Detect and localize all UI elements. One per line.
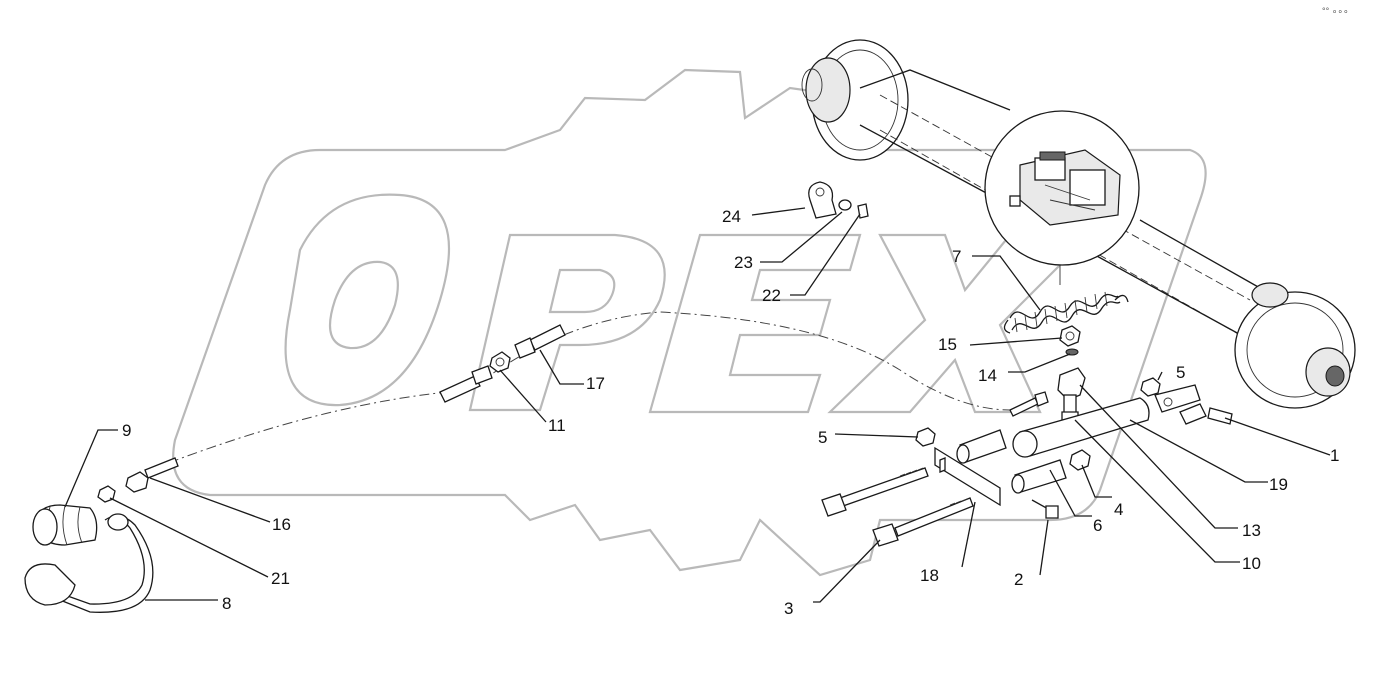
callout-7: 7 [952,247,961,266]
part-16-cable-end [125,457,179,493]
part-3-long-bolt-upper [821,467,929,517]
cable-path [149,311,1011,471]
callout-labels: 1 2 3 4 5 5 6 7 8 9 10 11 13 14 15 16 17… [122,207,1339,618]
callout-22: 22 [762,286,781,305]
part-9-boot [32,504,98,546]
leader-lines [64,207,1331,603]
part-18-plate [934,446,1001,507]
part-17-rod [514,324,566,359]
callout-23: 23 [734,253,753,272]
corner-mark: °° ∘∘∘ [1322,6,1349,16]
callout-2: 2 [1014,570,1023,589]
part-3-long-bolt-lower [872,497,974,547]
adjuster-bolt [439,365,493,403]
part-13-fitting [1057,367,1086,428]
callout-13: 13 [1242,521,1261,540]
watermark-logo [172,68,1207,577]
part-5-nut-lower [915,427,936,447]
part-19-tube [1012,397,1150,458]
callout-17: 17 [586,374,605,393]
callout-11: 11 [548,416,566,435]
part-19-bracket [1154,384,1201,413]
callout-10: 10 [1242,554,1261,573]
part-7-spring [1003,291,1129,334]
callout-3: 3 [784,599,793,618]
callout-8: 8 [222,594,231,613]
callout-18: 18 [920,566,939,585]
callout-1: 1 [1330,446,1339,465]
part-6-pin [1011,459,1067,494]
part-8-strap [24,513,154,613]
callout-9: 9 [122,421,131,440]
callout-24: 24 [722,207,741,226]
part-11-nut [489,351,511,373]
callout-5-lower: 5 [818,428,827,447]
part-4-nut [1069,449,1091,471]
axle-assembly [801,39,1356,409]
callout-21: 21 [271,569,290,588]
cable-end-bolt [1009,391,1049,417]
callout-15: 15 [938,335,957,354]
part-5-nut-upper [1140,377,1161,397]
part-14-washer [1065,348,1079,356]
callout-16: 16 [272,515,291,534]
callout-5-upper: 5 [1176,363,1185,382]
callout-4: 4 [1114,500,1123,519]
callout-14: 14 [978,366,997,385]
part-15-nut [1059,325,1081,347]
callout-6: 6 [1093,516,1102,535]
part-2-bolt [1031,499,1059,519]
callout-19: 19 [1269,475,1288,494]
part-1-bolt [1179,403,1233,425]
part-24-clamp [808,181,869,219]
roller-upper [956,429,1007,464]
